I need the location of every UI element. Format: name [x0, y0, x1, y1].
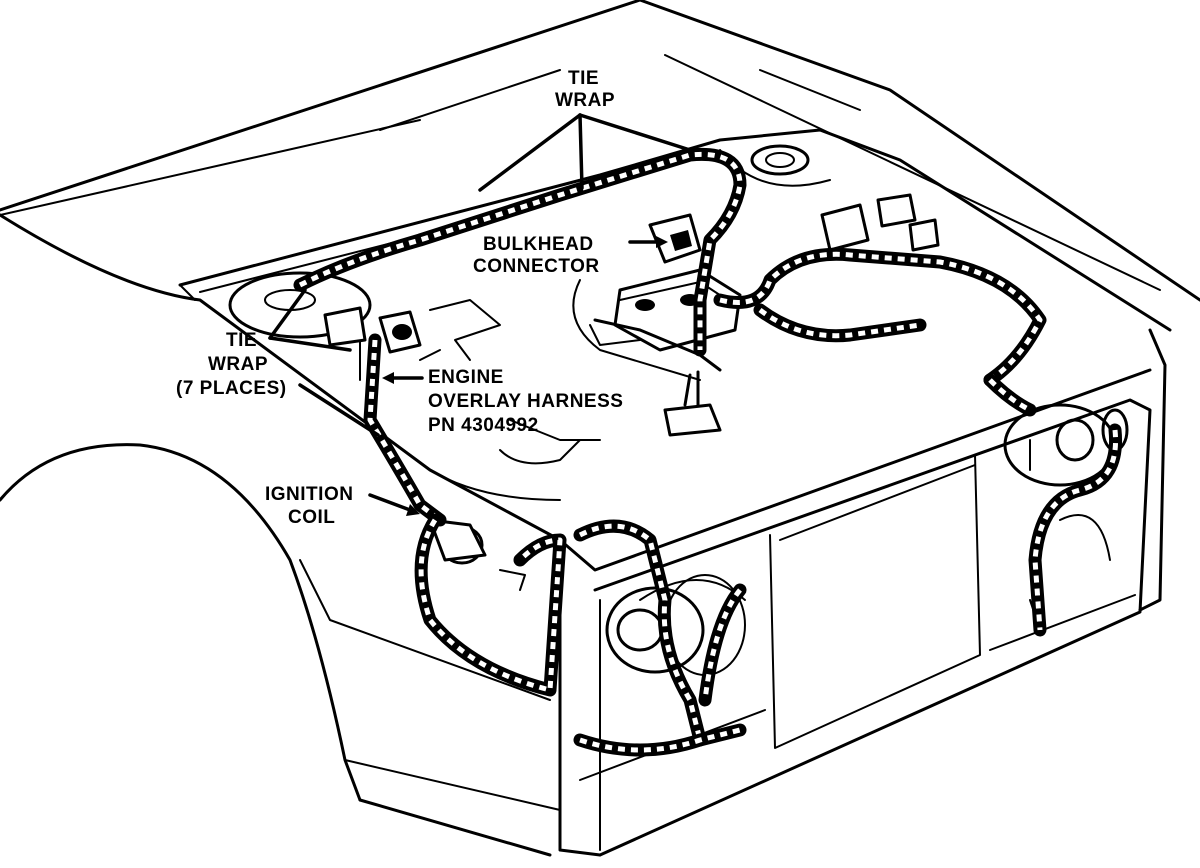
tie-wrap-left-line3: (7 PLACES) — [176, 378, 287, 399]
tie-wrap-left-line2: WRAP — [208, 354, 268, 375]
engine-bay-components — [228, 144, 1041, 631]
callout-engine-overlay-harness: ENGINE OVERLAY HARNESS PN 4304992 — [428, 367, 623, 436]
tie-wrap-top-line1: TIE — [568, 68, 599, 89]
callout-leaders — [268, 113, 692, 516]
ignition-coil-line1: IGNITION — [265, 484, 353, 505]
tie-wrap-left-line1: TIE — [226, 330, 257, 351]
callout-ignition-coil: IGNITION COIL — [265, 484, 353, 528]
bulkhead-connector-line2: CONNECTOR — [473, 256, 600, 277]
ignition-coil-line2: COIL — [288, 507, 335, 528]
callout-tie-wrap-left: TIE WRAP (7 PLACES) — [176, 330, 287, 399]
engine-overlay-harness-line3: PN 4304992 — [428, 415, 539, 436]
right-headlamp-housing — [1003, 403, 1129, 561]
callout-tie-wrap-top: TIE WRAP — [555, 68, 615, 111]
engine-overlay-harness-line2: OVERLAY HARNESS — [428, 391, 623, 412]
engine-overlay-harness-line1: ENGINE — [428, 367, 504, 388]
tie-wrap-top-line2: WRAP — [555, 90, 615, 111]
callout-bulkhead-connector: BULKHEAD CONNECTOR — [473, 234, 600, 277]
engine-overlay-harness — [293, 147, 1123, 757]
bulkhead-connector-line1: BULKHEAD — [483, 234, 594, 255]
